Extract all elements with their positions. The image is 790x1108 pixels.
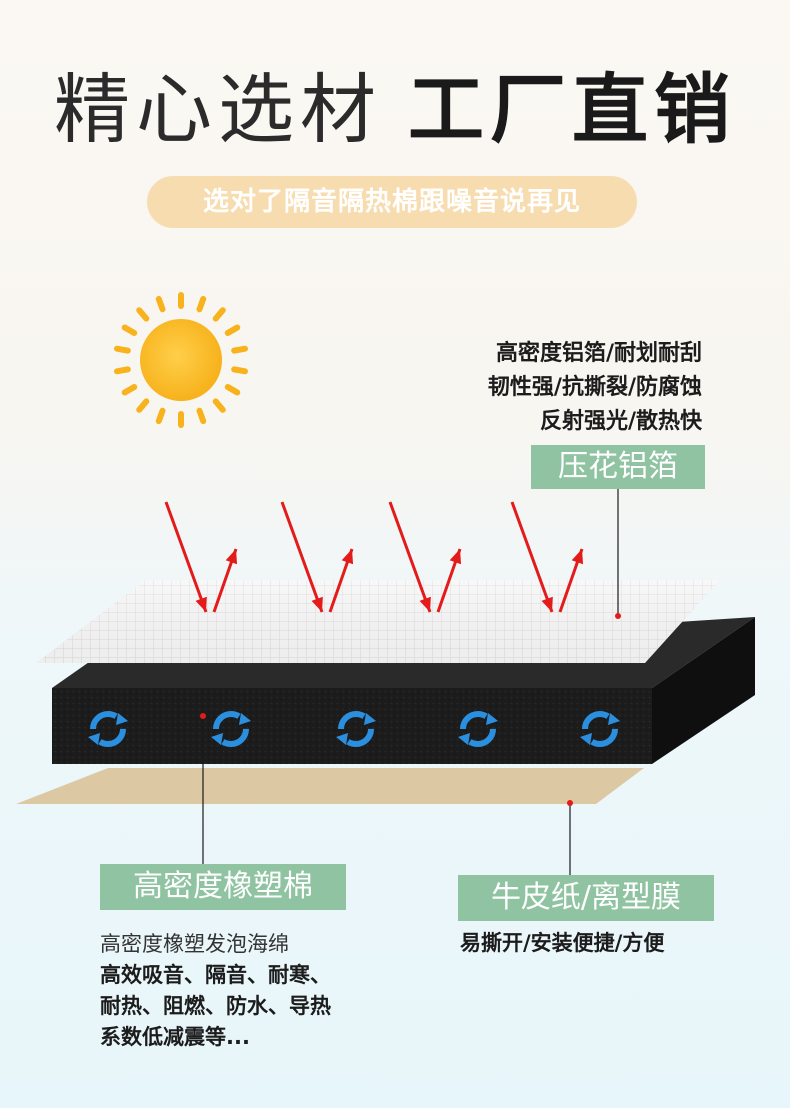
foam-feature-line: 高效吸音、隔音、耐寒、 (100, 963, 331, 987)
foam-tag: 高密度橡塑棉 (100, 864, 346, 910)
heat-arrow-icon (280, 501, 324, 613)
sun-ray (231, 345, 249, 354)
heat-arrow-head (419, 596, 431, 612)
heat-arrow-head (571, 549, 584, 565)
heat-arrows (164, 501, 584, 613)
foam-feature-line: 耐热、阻燃、防水、导热 (100, 994, 331, 1018)
foil-tag: 压花铝箔 (531, 445, 705, 489)
kraft-paper-layer (16, 768, 644, 804)
heat-arrow-icon (510, 501, 554, 613)
foam-feature-line: 系数低减震等... (100, 1025, 250, 1049)
heat-arrow-head (449, 549, 462, 565)
recycle-icons (88, 711, 620, 747)
foil-feature-line: 韧性强/抗撕裂/防腐蚀 (487, 375, 702, 400)
foil-features: 高密度铝箔/耐划耐刮 韧性强/抗撕裂/防腐蚀 反射强光/散热快 (488, 337, 702, 439)
subtitle-pill: 选对了隔音隔热棉跟噪音说再见 (147, 176, 637, 228)
callout-lines (202, 488, 619, 876)
sun-ray (224, 383, 241, 396)
sun-ray (121, 384, 138, 396)
foam-features: 高效吸音、隔音、耐寒、 耐热、阻燃、防水、导热 系数低减震等... (100, 960, 331, 1053)
sun-ray (212, 307, 226, 322)
sun-ray (136, 307, 150, 322)
heat-arrow-head (311, 596, 323, 612)
heat-arrow-head (341, 549, 354, 565)
sun-ray (155, 295, 166, 313)
callout-dot (615, 613, 621, 619)
title-light-text: 精心选材 (54, 65, 382, 154)
kraft-feature-line: 易撕开/安装便捷/方便 (460, 931, 665, 955)
recycle-icon (211, 711, 251, 747)
sun-core (140, 319, 222, 401)
sun-ray (231, 366, 249, 375)
recycle-icon (88, 711, 128, 747)
callout-dot (200, 713, 206, 719)
recycle-icon (336, 711, 376, 747)
sun-ray (155, 407, 166, 425)
sun-ray (178, 411, 184, 428)
sun-ray (196, 407, 207, 425)
foil-feature-line: 反射强光/散热快 (539, 409, 702, 434)
sun-ray (113, 366, 131, 375)
kraft-tag: 牛皮纸/离型膜 (458, 875, 714, 921)
callout-dot (567, 800, 573, 806)
page-title: 精心选材工厂直销 (0, 72, 790, 148)
sun-icon (113, 292, 249, 428)
foam-subtitle: 高密度橡塑发泡海绵 (100, 932, 289, 956)
sun-ray (224, 324, 241, 336)
recycle-icon (580, 711, 620, 747)
heat-arrow-icon (164, 501, 208, 613)
heat-arrow-head (195, 596, 207, 612)
heat-arrow-head (541, 596, 553, 612)
heat-arrow-head (225, 549, 238, 565)
sun-ray (196, 295, 207, 313)
sun-ray (121, 324, 138, 337)
sun-ray (212, 398, 226, 413)
sun-ray (113, 345, 131, 354)
title-bold-text: 工厂直销 (408, 65, 736, 154)
foil-feature-line: 高密度铝箔/耐划耐刮 (495, 341, 702, 366)
heat-arrow-icon (388, 501, 432, 613)
sun-ray (178, 292, 184, 309)
recycle-icon (458, 711, 498, 747)
sun-ray (136, 398, 150, 413)
